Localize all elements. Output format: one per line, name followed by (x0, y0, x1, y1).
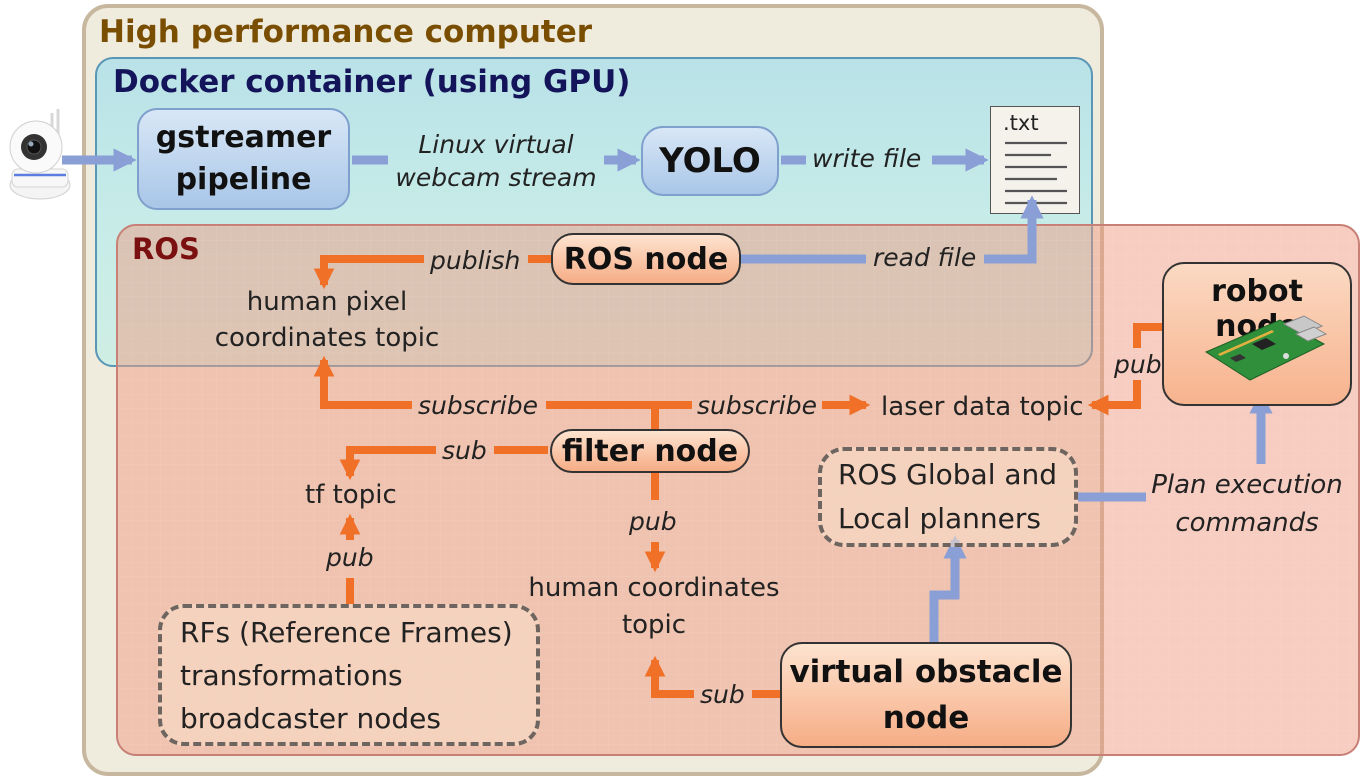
gstreamer-pipeline-node[interactable]: gstreamer pipeline (137, 108, 350, 210)
hpc-title: High performance computer (99, 14, 593, 50)
human-pixel-topic: human pixel coordinates topic (215, 284, 440, 356)
ros-node[interactable]: ROS node (551, 233, 741, 285)
sub-tf-label: sub (442, 436, 487, 465)
virtual-obstacle-line-1: virtual obstacle (789, 654, 1063, 690)
virtual-to-planners-arrow (929, 535, 967, 642)
sub-virtual-arrow (644, 655, 694, 698)
subscribe-left-label: subscribe (418, 391, 538, 420)
docker-title: Docker container (using GPU) (113, 64, 631, 100)
virtual-obstacle-node[interactable]: virtual obstacle node (780, 642, 1072, 748)
yolo-label: YOLO (659, 141, 761, 181)
ros-planners-box[interactable]: ROS Global and Local planners (818, 447, 1078, 547)
planners-line-1: ROS Global and (838, 458, 1058, 491)
sub-tf-arrow (339, 446, 436, 481)
pub-human-label: pub (629, 507, 677, 536)
publish-arrow (313, 255, 424, 290)
laser-data-topic: laser data topic (881, 392, 1084, 422)
human-pixel-line-1: human pixel (246, 287, 408, 317)
plan-commands-line-2: commands (1175, 508, 1319, 538)
gstreamer-line-2: pipeline (175, 162, 312, 197)
robot-node[interactable]: robot node (1162, 262, 1352, 406)
subscribe-right-label: subscribe (697, 391, 817, 420)
txt-file-icon: .txt (990, 106, 1080, 214)
rf-broadcaster-box[interactable]: RFs (Reference Frames) transformations b… (158, 604, 540, 746)
filter-node[interactable]: filter node (550, 429, 750, 473)
pub-tf-label: pub (326, 543, 374, 572)
plan-commands-label: Plan execution commands (1151, 466, 1343, 542)
robot-pub-line (1133, 323, 1162, 348)
txt-file-label: .txt (1003, 111, 1039, 135)
publish-label: publish (430, 246, 521, 275)
raspberry-pi-board-icon (1204, 315, 1328, 381)
human-coordinates-topic: human coordinates topic (528, 570, 779, 644)
planners-line-2: Local planners (838, 502, 1041, 535)
gstreamer-line-1: gstreamer (155, 120, 332, 155)
ros-node-label: ROS node (563, 241, 729, 277)
tf-topic: tf topic (305, 480, 397, 510)
human-coords-line-2: topic (621, 610, 687, 640)
write-file-label: write file (812, 144, 922, 173)
pub-laser-arrow (1087, 380, 1141, 416)
plan-commands-line-1: Plan execution (1151, 470, 1343, 500)
filter-node-label: filter node (561, 433, 739, 469)
webcam-stream-label: Linux virtual webcam stream (395, 128, 596, 194)
webcam-stream-line-1: Linux virtual (418, 130, 574, 159)
yolo-node[interactable]: YOLO (641, 126, 779, 196)
virtual-obstacle-line-2: node (882, 700, 970, 736)
sub-virtual-label: sub (700, 680, 745, 709)
ros-title: ROS (132, 232, 200, 266)
rf-line-1: RFs (Reference Frames) (180, 615, 513, 649)
pub-laser-label: pub (1114, 350, 1162, 379)
read-file-arrow (984, 195, 1044, 264)
ros-region (116, 224, 1360, 756)
subscribe-pixel-arrow (313, 355, 412, 409)
human-coords-line-1: human coordinates (528, 573, 780, 603)
human-pixel-line-2: coordinates topic (214, 323, 440, 353)
ip-camera-icon (9, 109, 71, 200)
read-file-label: read file (873, 243, 977, 272)
rf-line-2: transformations (180, 658, 403, 692)
rf-line-3: broadcaster nodes (180, 701, 441, 735)
webcam-stream-line-2: webcam stream (395, 163, 597, 192)
